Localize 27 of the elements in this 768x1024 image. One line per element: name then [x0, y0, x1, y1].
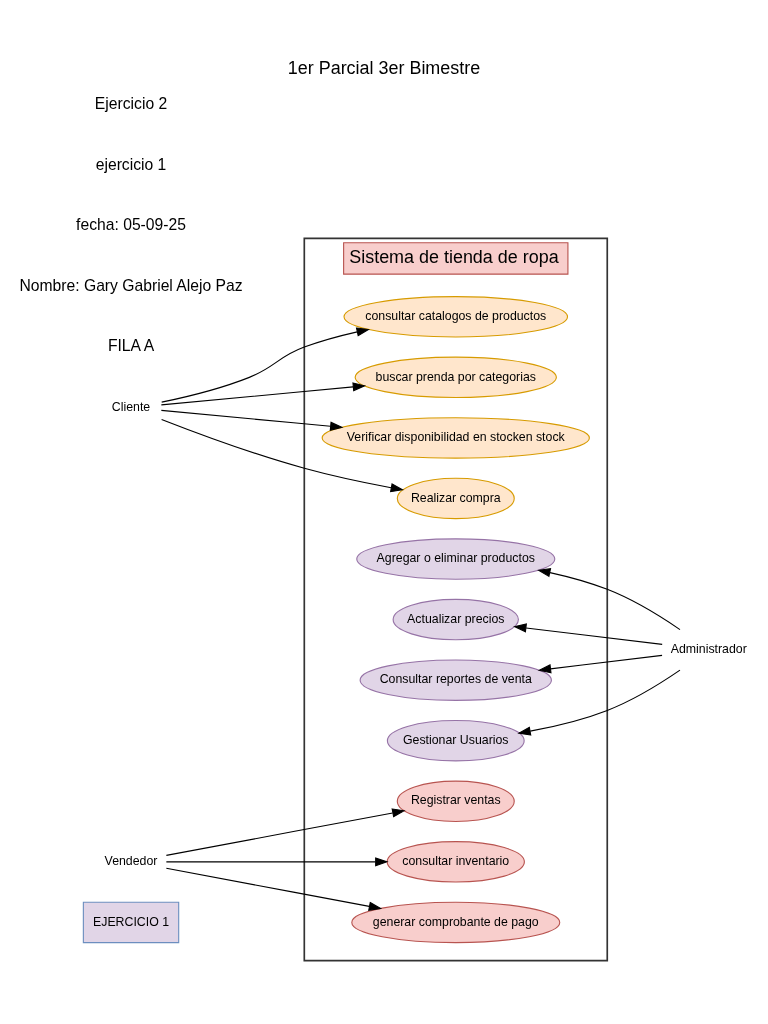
arrow — [165, 856, 389, 867]
label: Ejercicio 2 — [94, 94, 168, 112]
arrow — [160, 381, 367, 405]
label: Nombre: Gary Gabriel Alejo Paz — [19, 276, 243, 294]
arrow — [165, 807, 406, 856]
arrow — [517, 669, 681, 736]
node-ellipse: Realizar compra — [396, 477, 515, 519]
node-text: Administrador — [670, 641, 747, 656]
label: ejercicio 1 — [95, 155, 167, 173]
arrow — [165, 867, 383, 911]
diagram-title: 1er Parcial 3er Bimestre — [287, 57, 481, 78]
arrow — [513, 622, 663, 645]
arrow — [160, 409, 344, 431]
node-text: Vendedor — [104, 853, 158, 868]
node-box: EJERCICIO 1 — [82, 901, 180, 943]
label: FILA A — [107, 336, 155, 354]
arrow — [537, 654, 663, 673]
arrow — [161, 418, 405, 492]
node-ellipse: consultar inventario — [386, 840, 525, 883]
node-ellipse: Registrar ventas — [396, 780, 515, 822]
node-ellipse: Actualizar precios — [392, 598, 519, 640]
node-ellipse: Verificar disponibilidad en stocken stock — [321, 416, 590, 459]
arrow — [537, 567, 681, 630]
arrow — [161, 326, 370, 403]
node-text: Cliente — [111, 399, 151, 414]
node-ellipse: Gestionar Usuarios — [386, 719, 525, 761]
label: fecha: 05-09-25 — [76, 215, 186, 233]
